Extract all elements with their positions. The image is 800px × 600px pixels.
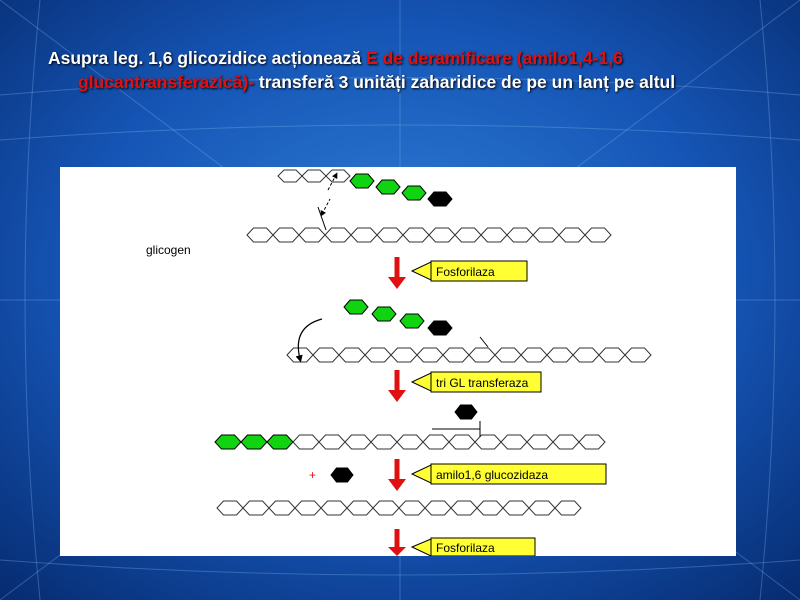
glycogen-label: glicogen	[146, 243, 191, 257]
main-chain-glucose-unit	[520, 347, 548, 363]
branch-chain-green-glucose	[401, 185, 427, 201]
main-chain-glucose-unit	[422, 434, 450, 450]
main-chain-glucose-unit	[338, 347, 366, 363]
main-chain-glucose-unit	[528, 500, 556, 516]
enzyme-label-fosforilaza-1: Fosforilaza	[436, 265, 495, 279]
main-chain-glucose-unit	[216, 500, 244, 516]
main-chain-glucose-unit	[572, 347, 600, 363]
main-chain-glucose-unit	[298, 227, 326, 243]
enzyme-label-fosforilaza-2: Fosforilaza	[436, 541, 495, 555]
main-chain-glucose-unit	[272, 227, 300, 243]
main-chain-green-glucose	[266, 434, 294, 450]
main-chain-glucose-unit	[370, 434, 398, 450]
main-chain-glucose-unit	[480, 227, 508, 243]
main-chain-glucose-unit	[428, 227, 456, 243]
main-chain-glucose-unit	[292, 434, 320, 450]
main-chain-glucose-unit	[500, 434, 528, 450]
free-glucose-hexagon	[330, 467, 354, 483]
main-chain-glucose-unit	[398, 500, 426, 516]
plus-sign: +	[309, 468, 316, 482]
main-chain-glucose-unit	[318, 434, 346, 450]
title-enzyme-name-part1: E de deramificare (amilo1,4-1,6	[366, 48, 623, 68]
title-text-part2: transferă 3 unități zaharidice de pe un …	[254, 72, 676, 92]
main-chain-glucose-unit	[532, 227, 560, 243]
transfer-curved-arrow	[295, 318, 323, 363]
diagram-panel: glicogen + Fosforilaza	[60, 167, 736, 556]
branch-bond-1	[317, 206, 327, 231]
main-chain-glucose-unit	[578, 434, 606, 450]
main-chain-glucose-unit	[558, 227, 586, 243]
main-chain-glucose-unit	[552, 434, 580, 450]
main-chain-glucose-unit	[476, 500, 504, 516]
branch-chain-green-glucose	[349, 173, 375, 189]
main-chain-glucose-unit	[246, 227, 274, 243]
main-chain-glucose-unit	[320, 500, 348, 516]
enzyme-step-2: tri GL transferaza	[388, 370, 542, 402]
title-text-part1: Asupra leg. 1,6 glicozidice acționează	[48, 48, 367, 68]
main-chain-glucose-unit	[584, 227, 612, 243]
glycogen-stage-3	[214, 404, 606, 450]
main-chain-glucose-unit	[376, 227, 404, 243]
main-chain-glucose-unit	[448, 434, 476, 450]
debranching-diagram: glicogen + Fosforilaza	[146, 169, 652, 556]
main-chain-glucose-unit	[364, 347, 392, 363]
main-chain-glucose-unit	[502, 500, 530, 516]
main-chain-glucose-unit	[344, 434, 372, 450]
main-chain-glucose-unit	[474, 434, 502, 450]
main-chain-glucose-unit	[416, 347, 444, 363]
main-chain-glucose-unit	[268, 500, 296, 516]
glycogen-stage-1	[246, 169, 612, 243]
branch-chain-green-glucose	[375, 179, 401, 195]
branch-glucose-branch-glucose	[454, 404, 478, 420]
main-chain-green-glucose	[240, 434, 268, 450]
main-chain-glucose-unit	[390, 347, 418, 363]
main-chain-glucose-unit	[402, 227, 430, 243]
main-chain-glucose-unit	[450, 500, 478, 516]
main-chain-green-glucose	[214, 434, 242, 450]
main-chain-glucose-unit	[396, 434, 424, 450]
main-chain-glucose-unit	[424, 500, 452, 516]
glycogen-stage-2	[286, 299, 652, 363]
enzyme-label-amilo16-glucozidaza: amilo1,6 glucozidaza	[436, 468, 548, 482]
main-chain-glucose-unit	[372, 500, 400, 516]
glycogen-stage-4	[216, 500, 582, 516]
main-chain-glucose-unit	[242, 500, 270, 516]
enzyme-step-4: Fosforilaza	[388, 529, 536, 556]
main-chain-glucose-unit	[598, 347, 626, 363]
branch-bond-2	[479, 336, 489, 348]
enzyme-step-3: amilo1,6 glucozidaza	[388, 459, 607, 491]
main-chain-glucose-unit	[546, 347, 574, 363]
main-chain-glucose-unit	[294, 500, 322, 516]
main-chain-glucose-unit	[346, 500, 374, 516]
main-chain-glucose-unit	[442, 347, 470, 363]
main-chain-glucose-unit	[312, 347, 340, 363]
phosphorolysis-arrow-1	[327, 172, 338, 191]
phosphorolysis-arrow-2	[320, 198, 331, 217]
main-chain-glucose-unit	[494, 347, 522, 363]
main-chain-glucose-unit	[506, 227, 534, 243]
main-chain-glucose-unit	[624, 347, 652, 363]
slide-title: Asupra leg. 1,6 glicozidice acționează E…	[48, 46, 768, 94]
main-chain-glucose-unit	[526, 434, 554, 450]
main-chain-glucose-unit	[350, 227, 378, 243]
main-chain-glucose-unit	[454, 227, 482, 243]
enzyme-steps: Fosforilaza tri GL transferaza amilo1,6 …	[388, 257, 607, 556]
enzyme-step-1: Fosforilaza	[388, 257, 528, 289]
branch-chain-green-glucose	[399, 313, 425, 329]
title-enzyme-name-part2: glucantransferazică)-	[78, 72, 255, 92]
branch-chain-branch-glucose	[427, 320, 453, 336]
main-chain-glucose-unit	[286, 347, 314, 363]
main-chain-glucose-unit	[554, 500, 582, 516]
branch-chain-green-glucose	[343, 299, 369, 315]
branch-chain-glucose-unit	[301, 169, 327, 183]
branch-chain-green-glucose	[371, 306, 397, 322]
enzyme-label-tri-gl-transferaza: tri GL transferaza	[436, 376, 529, 390]
branch-chain-glucose-unit	[277, 169, 303, 183]
main-chain-glucose-unit	[324, 227, 352, 243]
branch-chain-glucose-unit	[325, 169, 351, 183]
main-chain-glucose-unit	[468, 347, 496, 363]
branch-chain-branch-glucose	[427, 191, 453, 207]
